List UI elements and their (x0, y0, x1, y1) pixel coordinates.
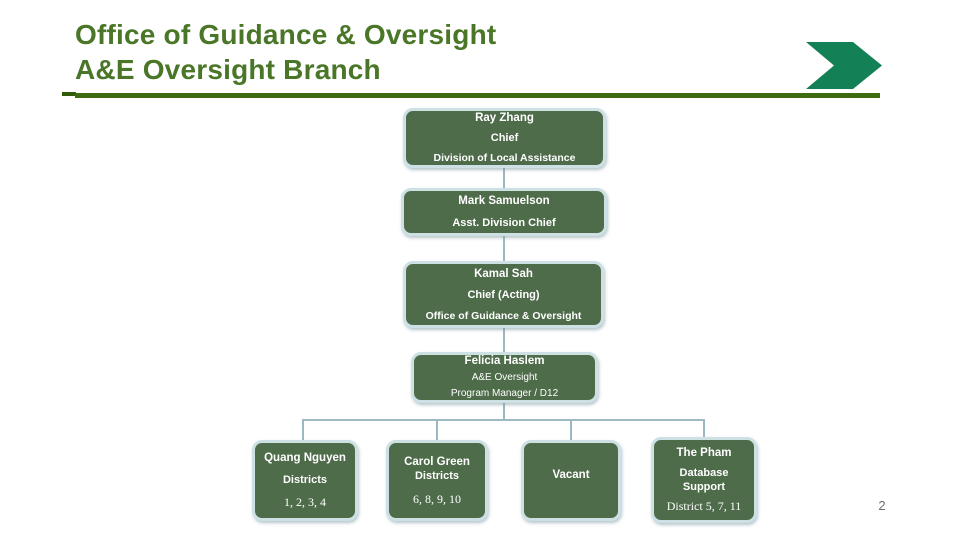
connector-drop-carol (436, 420, 438, 440)
person-org: Division of Local Assistance (433, 152, 576, 164)
title-line-1: Office of Guidance & Oversight (75, 19, 497, 50)
connector-drop-quang (302, 420, 304, 440)
person-role: Districts (282, 474, 328, 486)
person-role: Chief (490, 132, 519, 144)
person-role: A&E Oversight (471, 371, 538, 383)
connector-mark-kamal (503, 236, 505, 261)
person-role: Districts (414, 469, 460, 482)
person-name: Quang Nguyen (264, 452, 346, 464)
org-node-carol-green: Carol Green Districts 6, 8, 9, 10 (386, 440, 488, 521)
connector-drop-pham (703, 420, 705, 437)
person-name: Carol Green (404, 455, 470, 468)
org-node-mark-samuelson: Mark Samuelson Asst. Division Chief (401, 188, 607, 236)
org-node-kamal-sah: Kamal Sah Chief (Acting) Office of Guida… (403, 261, 604, 328)
chevron-right-icon (806, 42, 882, 89)
person-name: Vacant (552, 469, 590, 481)
person-org: Office of Guidance & Oversight (425, 309, 582, 322)
person-name: Ray Zhang (475, 112, 534, 124)
person-name: The Pham (676, 447, 732, 459)
connector-drop-vacant (570, 420, 572, 440)
person-role: Asst. Division Chief (452, 216, 556, 229)
person-name: Kamal Sah (474, 267, 533, 280)
title-underline-nub (62, 92, 76, 96)
title-underline (75, 93, 880, 98)
person-name: Mark Samuelson (458, 194, 550, 207)
connector-felicia-trunk (503, 403, 505, 419)
person-role: Database (679, 467, 729, 479)
org-node-vacant: Vacant (521, 440, 621, 521)
person-districts: District 5, 7, 11 (666, 499, 742, 513)
org-node-felicia-haslem: Felicia Haslem A&E Oversight Program Man… (411, 352, 598, 403)
org-node-ray-zhang: Ray Zhang Chief Division of Local Assist… (403, 108, 606, 168)
org-node-quang-nguyen: Quang Nguyen Districts 1, 2, 3, 4 (252, 440, 358, 521)
org-node-the-pham: The Pham Database Support District 5, 7,… (651, 437, 757, 523)
connector-kamal-felicia (503, 328, 505, 352)
person-name: Felicia Haslem (464, 354, 545, 367)
connector-ray-mark (503, 168, 505, 188)
page-title: Office of Guidance & Oversight A&E Overs… (75, 17, 496, 87)
person-role-2: Program Manager / D12 (450, 388, 559, 399)
person-districts: 6, 8, 9, 10 (413, 491, 461, 506)
person-role: Chief (Acting) (467, 288, 540, 301)
page-number: 2 (878, 498, 886, 513)
connector-branch-horizontal (302, 419, 705, 421)
person-districts: 1, 2, 3, 4 (284, 495, 326, 509)
title-line-2: A&E Oversight Branch (75, 54, 381, 85)
person-role-2: Support (682, 481, 726, 493)
